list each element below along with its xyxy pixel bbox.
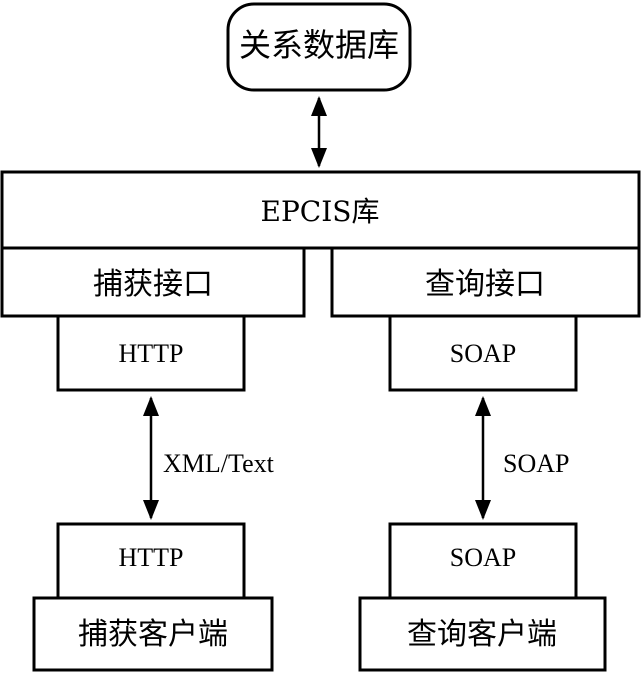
capture-client-label: 捕获客户端	[78, 617, 228, 652]
database-box	[226, 2, 412, 92]
query-server-protocol-label: SOAP	[450, 339, 516, 368]
epcis-repository-label: EPCIS库	[261, 195, 380, 228]
capture-interface-label: 捕获接口	[93, 267, 213, 302]
capture-client-node: 捕获客户端	[32, 596, 274, 672]
capture-server-protocol-node: HTTP	[56, 314, 246, 392]
capture-interface-node: 捕获接口	[0, 246, 306, 318]
query-client-box	[358, 596, 607, 672]
query-interface-box	[330, 246, 641, 318]
query-interface-label: 查询接口	[425, 267, 545, 302]
capture-client-protocol-box	[56, 522, 246, 600]
query-client-protocol-label: SOAP	[450, 543, 516, 572]
capture-client-protocol-node: HTTP	[56, 522, 246, 600]
capture-link-label: XML/Text	[163, 449, 275, 478]
epcis-repository-node: EPCIS库	[0, 170, 641, 250]
query-interface-node: 查询接口	[330, 246, 641, 318]
query-client-protocol-box	[388, 522, 578, 600]
database-label: 关系数据库	[239, 26, 399, 64]
query-link-label: SOAP	[503, 449, 569, 478]
query-server-protocol-box	[388, 314, 578, 392]
query-client-label: 查询客户端	[407, 617, 557, 652]
query-server-protocol-node: SOAP	[388, 314, 578, 392]
query-client-node: 查询客户端	[358, 596, 607, 672]
capture-client-protocol-label: HTTP	[119, 543, 184, 572]
query-client-protocol-node: SOAP	[388, 522, 578, 600]
capture-server-protocol-label: HTTP	[119, 339, 184, 368]
database-node: 关系数据库	[226, 2, 412, 92]
epcis-repository-box	[0, 170, 641, 250]
capture-client-box	[32, 596, 274, 672]
capture-server-protocol-box	[56, 314, 246, 392]
